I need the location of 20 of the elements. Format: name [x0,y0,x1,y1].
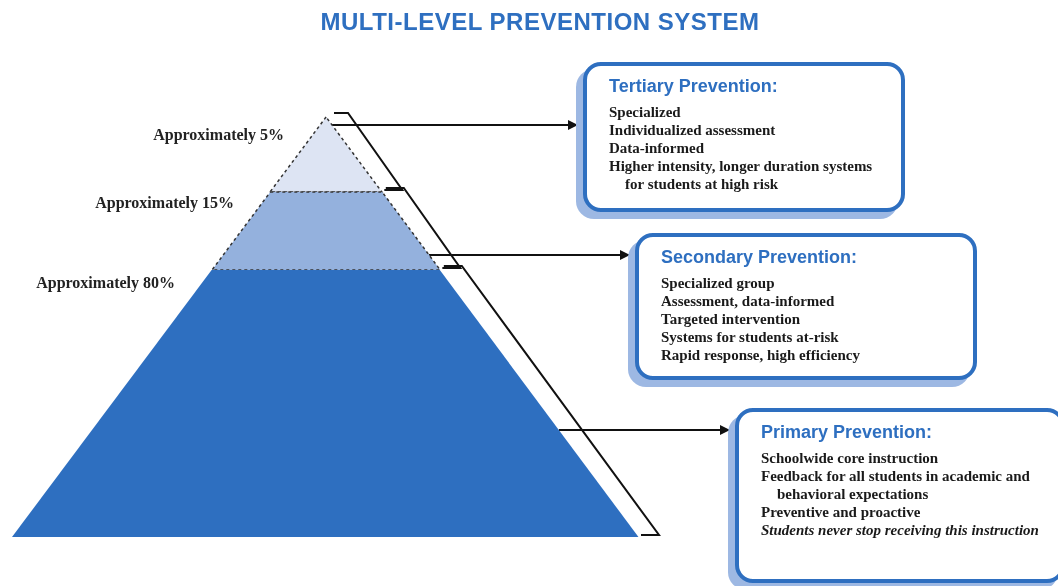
list-item: Rapid response, high efficiency [661,346,861,364]
list-item: Students never stop receiving this instruction [761,521,1040,539]
diagram-title: MULTI-LEVEL PREVENTION SYSTEM [319,8,761,36]
box-heading: Tertiary Prevention: [609,76,779,97]
list-item: Systems for students at-risk [661,328,840,346]
list-item: Preventive and proactive [761,503,922,521]
list-item: Specialized group [661,274,776,292]
percentage-label: Approximately 80% [35,273,175,292]
list-item: Individualized assessment [609,121,777,139]
list-item: Higher intensity, longer duration systems for students at high risk [609,157,874,193]
box-heading: Secondary Prevention: [661,247,859,268]
list-item: Data-informed [609,139,705,157]
list-item: Feedback for all students in academic and behavioral expectations [761,467,1031,503]
list-item: Specialized [609,103,682,121]
list-item: Targeted intervention [661,310,801,328]
list-item: Assessment, data-informed [661,292,836,310]
percentage-label: Approximately 5% [152,125,284,144]
list-item: Schoolwide core instruction [761,449,940,467]
percentage-label: Approximately 15% [94,193,234,212]
box-heading: Primary Prevention: [761,422,934,443]
